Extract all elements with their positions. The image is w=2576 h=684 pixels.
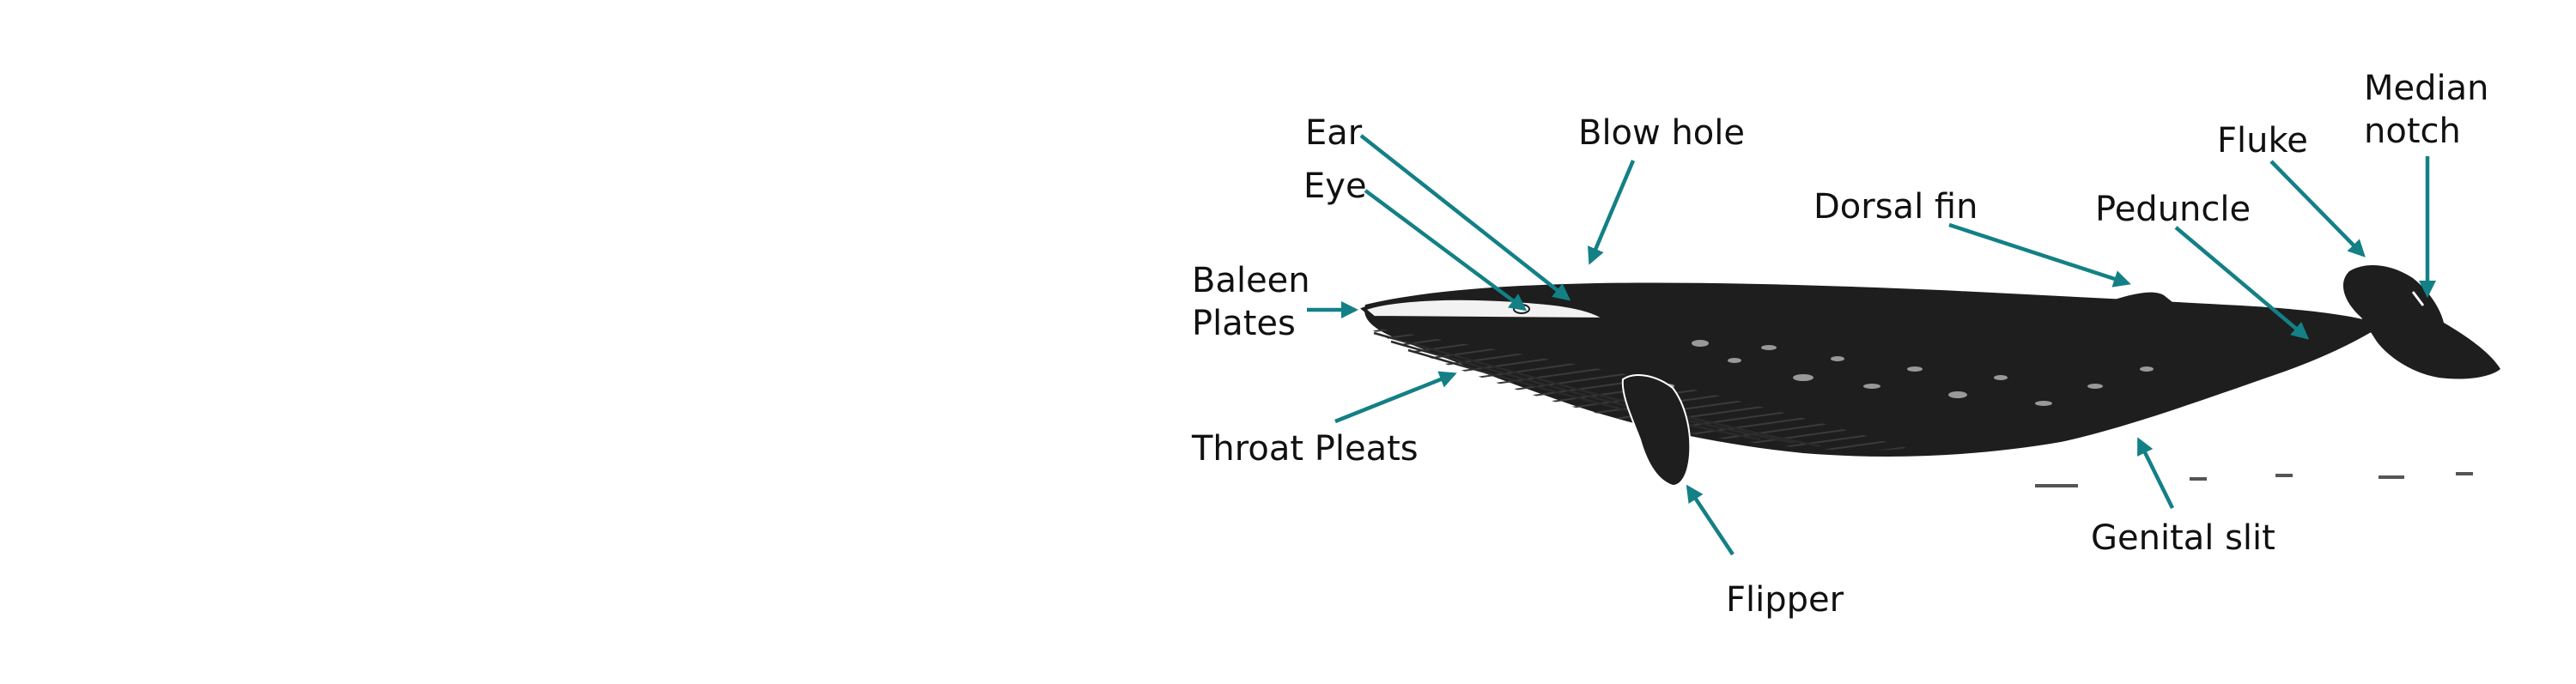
fluke-shape bbox=[2342, 265, 2500, 379]
label-blow-hole: Blow hole bbox=[1578, 113, 1745, 153]
upper-jaw bbox=[1360, 296, 1611, 322]
label-ear: Ear bbox=[1305, 113, 1363, 153]
ground-shadow bbox=[2035, 472, 2473, 487]
label-peduncle: Peduncle bbox=[2095, 190, 2251, 229]
throat-pleat-lines bbox=[1373, 331, 1821, 448]
label-flipper: Flipper bbox=[1726, 580, 1844, 620]
label-baleen-line1: Baleen bbox=[1192, 261, 1310, 300]
genital-slit-arrow bbox=[2136, 437, 2175, 509]
peduncle-arrow bbox=[2174, 226, 2310, 340]
anatomy-labels: Ear Eye Baleen Plates Throat Pleats Blow… bbox=[1191, 69, 2489, 620]
ear-arrow bbox=[1359, 134, 1571, 301]
flipper-arrow bbox=[1686, 484, 1735, 556]
label-median-notch-line2: notch bbox=[2364, 112, 2461, 151]
flipper-shape bbox=[1621, 374, 1692, 487]
pointer-arrows bbox=[1307, 134, 2437, 556]
label-throat-pleats: Throat Pleats bbox=[1191, 429, 1419, 469]
dorsal-fin-arrow bbox=[1948, 222, 2131, 288]
label-genital-slit: Genital slit bbox=[2091, 518, 2275, 558]
blow-hole-arrow bbox=[1587, 160, 1636, 265]
label-fluke: Fluke bbox=[2217, 121, 2308, 160]
fluke-arrow bbox=[2269, 160, 2366, 257]
eye-arrow bbox=[1364, 189, 1528, 312]
label-dorsal-fin: Dorsal fin bbox=[1814, 187, 1978, 227]
label-median-notch-line1: Median bbox=[2364, 69, 2489, 108]
dorsal-fin-shape bbox=[2112, 292, 2172, 302]
label-eye: Eye bbox=[1303, 166, 1367, 206]
throat-pleats-arrow bbox=[1334, 371, 1457, 424]
label-baleen-line2: Plates bbox=[1192, 304, 1296, 343]
whale-illustration bbox=[1360, 265, 2500, 487]
median-notch-mark bbox=[2411, 291, 2425, 306]
